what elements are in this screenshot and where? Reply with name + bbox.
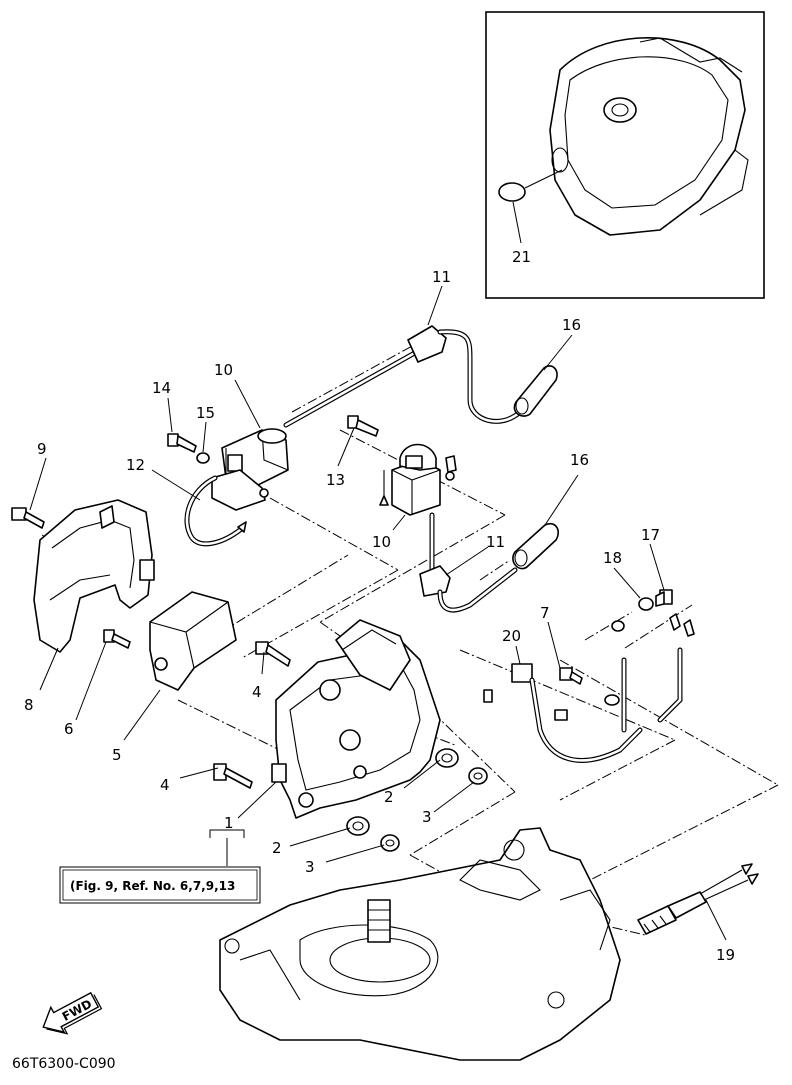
callout-14: 14 (152, 379, 171, 397)
callout-19: 19 (716, 946, 735, 964)
callout-6: 6 (64, 720, 74, 738)
callout-11-upper: 11 (432, 268, 451, 286)
inset-box: 21 (485, 11, 765, 299)
callout-11-lower: 11 (486, 533, 505, 551)
drawing-code: 66T6300-C090 (12, 1056, 116, 1072)
callout-4-upper: 4 (252, 683, 262, 701)
callout-3-lower: 3 (305, 858, 315, 876)
reference-note-text: (Fig. 9, Ref. No. 6,7,9,13 (70, 879, 235, 893)
fwd-arrow: FWD (42, 991, 103, 1035)
callout-1: 1 (224, 814, 234, 832)
callout-4-lower: 4 (160, 776, 170, 794)
callout-8: 8 (24, 696, 34, 714)
callout-12: 12 (126, 456, 145, 474)
bolt-4-lower (213, 763, 253, 789)
callout-16-upper: 16 (562, 316, 581, 334)
cap-21 (498, 169, 563, 244)
flywheel-cover (549, 37, 749, 236)
reference-note: (Fig. 9, Ref. No. 6,7,9,13 (59, 866, 261, 904)
ignition-coil-center (379, 443, 457, 516)
bracket-8 (11, 499, 155, 653)
bolt-17 (655, 589, 673, 607)
powerhead (219, 827, 621, 1061)
collar-3-lower (380, 834, 400, 852)
bolt-13 (347, 415, 379, 437)
callout-10-left: 10 (214, 361, 233, 379)
plug-boot-lower (419, 522, 560, 613)
wire-harness-20 (483, 613, 695, 763)
washer-18 (638, 597, 654, 611)
bolt-7 (559, 667, 583, 685)
callout-10-center: 10 (372, 533, 391, 551)
ht-lead-12 (184, 475, 247, 547)
callout-17: 17 (641, 526, 660, 544)
callout-21: 21 (512, 248, 531, 266)
callout-20: 20 (502, 627, 521, 645)
callout-18: 18 (603, 549, 622, 567)
callout-3-upper: 3 (422, 808, 432, 826)
callout-5: 5 (112, 746, 122, 764)
base-plate-1 (271, 619, 441, 819)
callout-7: 7 (540, 604, 550, 622)
callout-16-lower: 16 (570, 451, 589, 469)
ignition-coil-left (211, 428, 289, 511)
sensor-19 (637, 863, 759, 935)
callout-2-lower: 2 (272, 839, 282, 857)
leader-lines (29, 285, 727, 941)
grommet-2-lower (346, 816, 370, 836)
callout-15: 15 (196, 404, 215, 422)
plug-boot-upper (407, 325, 558, 424)
cdi-unit-5 (103, 591, 237, 691)
collar-3-upper (468, 767, 488, 785)
grommet-2-upper (435, 748, 459, 768)
callout-9: 9 (37, 440, 47, 458)
callouts: 11 16 10 14 15 9 12 13 16 10 11 17 18 7 … (24, 268, 735, 964)
bolt-14 (167, 433, 210, 464)
callout-13: 13 (326, 471, 345, 489)
callout-2-upper: 2 (384, 788, 394, 806)
bolt-4-upper (255, 641, 291, 667)
